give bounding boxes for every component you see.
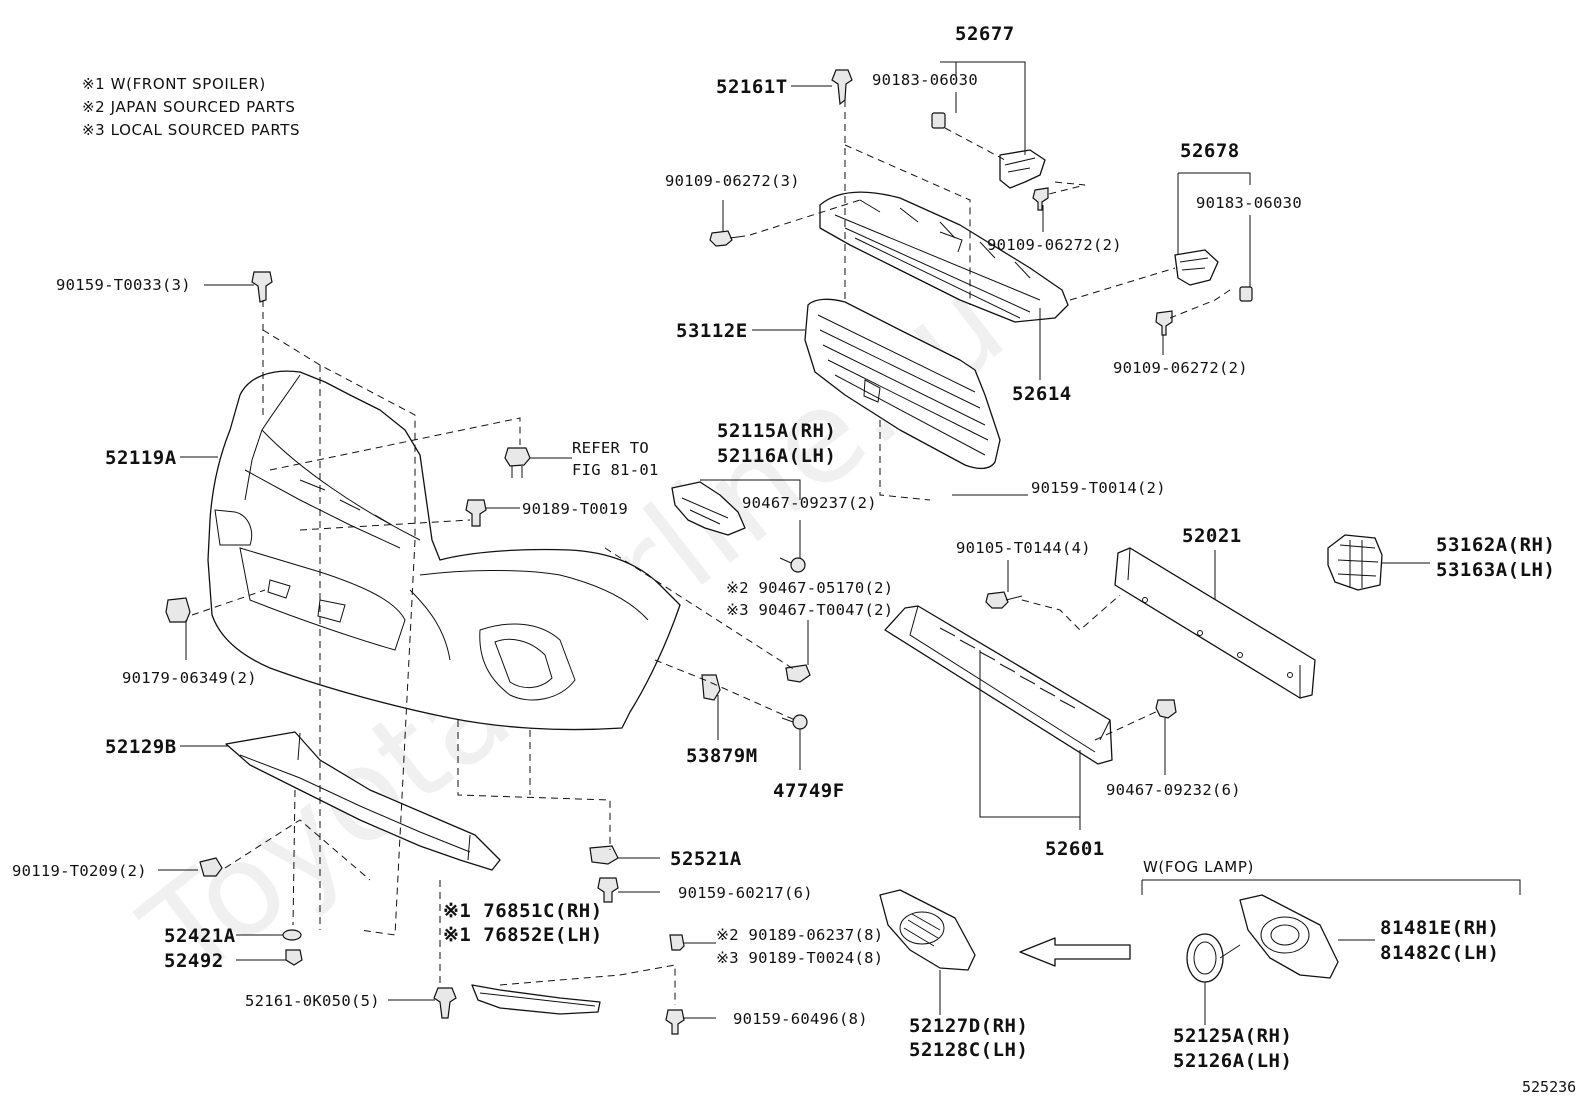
side-bracket-52115a [671, 481, 746, 536]
spoiler-76851c [471, 984, 601, 1015]
label-90189-t0024: ※3 90189-T0024(8) [716, 949, 883, 967]
label-90159-60217: 90159-60217(6) [678, 884, 813, 902]
label-90183-06030-b: 90183-06030 [1196, 194, 1302, 212]
note-2: ※2 JAPAN SOURCED PARTS [82, 98, 295, 116]
upper-grille [819, 191, 1069, 323]
label-53112e: 53112E [676, 320, 748, 342]
label-52421a: 52421A [164, 925, 236, 947]
label-90105-t0144: 90105-T0144(4) [956, 539, 1091, 557]
fog-cover-52127d [879, 889, 976, 971]
label-90189-t0019: 90189-T0019 [522, 500, 628, 518]
lower-grille [804, 298, 1001, 470]
label-90109-06272-2-a: 90109-06272(2) [987, 236, 1122, 254]
label-90109-06272-3: 90109-06272(3) [665, 172, 800, 190]
note-3: ※3 LOCAL SOURCED PARTS [82, 121, 300, 139]
label-90159-t0033: 90159-T0033(3) [56, 276, 191, 294]
label-90467-09232: 90467-09232(6) [1106, 781, 1241, 799]
label-90189-06237: ※2 90189-06237(8) [716, 926, 883, 944]
retainer-refer-fig [504, 447, 531, 478]
solid-leaders [158, 61, 1521, 1025]
label-refer-to: REFER TO [572, 439, 649, 457]
label-52601: 52601 [1045, 838, 1105, 860]
screw-52492 [285, 949, 303, 966]
label-52678: 52678 [1180, 140, 1240, 162]
fog-lamp-52125a [1186, 933, 1224, 983]
label-52021: 52021 [1182, 525, 1242, 547]
label-52119a: 52119A [105, 447, 177, 469]
figure-id: 525236 [1522, 1078, 1576, 1096]
screw-90159-60496 [665, 1009, 685, 1035]
label-52614: 52614 [1012, 383, 1072, 405]
label-90109-06272-2-b: 90109-06272(2) [1113, 359, 1248, 377]
lower-spoiler-52129b [225, 731, 501, 871]
label-52492: 52492 [164, 950, 224, 972]
clip-90467-09232 [1155, 699, 1177, 719]
pad-52421a [282, 929, 302, 941]
label-53163a: 53163A(LH) [1436, 559, 1555, 581]
absorber-52601 [884, 605, 1113, 765]
retainer-52521a [589, 845, 619, 865]
label-52128c: 52128C(LH) [909, 1039, 1028, 1061]
label-52161-0k050: 52161-0K050(5) [245, 992, 380, 1010]
label-53879m: 53879M [686, 745, 758, 767]
reinforcement-52021 [1114, 547, 1316, 699]
screw-90467-09237 [779, 557, 806, 573]
label-90467-05170: ※2 90467-05170(2) [726, 579, 893, 597]
label-90183-06030-a: 90183-06030 [872, 71, 978, 89]
label-fig-81-01: FIG 81-01 [572, 461, 659, 479]
screw-90159-60217 [597, 877, 619, 903]
label-76852e: ※1 76852E(LH) [443, 924, 603, 946]
label-53162a: 53162A(RH) [1436, 534, 1555, 556]
clip-90189-06237 [669, 934, 685, 951]
bracket-53162a [1327, 534, 1383, 591]
clip-90189-t0019 [465, 499, 487, 527]
bolt-90159-t0033 [251, 271, 273, 303]
direction-arrow [1019, 937, 1131, 967]
clip-52161-0k050 [433, 987, 457, 1019]
label-90159-60496: 90159-60496(8) [733, 1010, 868, 1028]
bracket-52677 [931, 112, 1049, 211]
bracket-53879m [701, 674, 721, 701]
label-52127d: 52127D(RH) [909, 1015, 1028, 1037]
fog-lamp-bezel-81481e [1239, 894, 1339, 979]
bolt-90109-left [709, 230, 746, 247]
label-52521a: 52521A [670, 848, 742, 870]
label-52677: 52677 [955, 23, 1015, 45]
bolt-90105-t0144 [985, 591, 1023, 609]
label-90159-t0014: 90159-T0014(2) [1031, 479, 1166, 497]
label-52161t: 52161T [716, 76, 788, 98]
label-52126a: 52126A(LH) [1173, 1050, 1292, 1072]
bolt-47749f [781, 714, 808, 730]
label-90467-09237: 90467-09237(2) [742, 494, 877, 512]
label-52116a: 52116A(LH) [717, 445, 836, 467]
note-1: ※1 W(FRONT SPOILER) [82, 75, 266, 93]
label-47749f: 47749F [773, 780, 845, 802]
label-52115a: 52115A(RH) [717, 420, 836, 442]
nut-90179 [165, 597, 191, 623]
label-52129b: 52129B [105, 736, 177, 758]
label-81482c: 81482C(LH) [1380, 942, 1499, 964]
label-90467-t0047: ※3 90467-T0047(2) [726, 601, 893, 619]
dashed-leaders [191, 100, 1231, 1005]
label-76851c: ※1 76851C(RH) [443, 900, 603, 922]
bolt-90119 [199, 857, 223, 877]
label-fog-lamp-group: W(FOG LAMP) [1143, 858, 1254, 876]
label-81481e: 81481E(RH) [1380, 917, 1499, 939]
clip-90467-05170 [785, 664, 811, 683]
clip-52161t [831, 69, 853, 106]
front-bumper-cover [207, 370, 681, 731]
label-90119-t0209: 90119-T0209(2) [12, 862, 147, 880]
bracket-52678 [1155, 249, 1253, 336]
label-52125a: 52125A(RH) [1173, 1025, 1292, 1047]
label-90179-06349: 90179-06349(2) [122, 669, 257, 687]
